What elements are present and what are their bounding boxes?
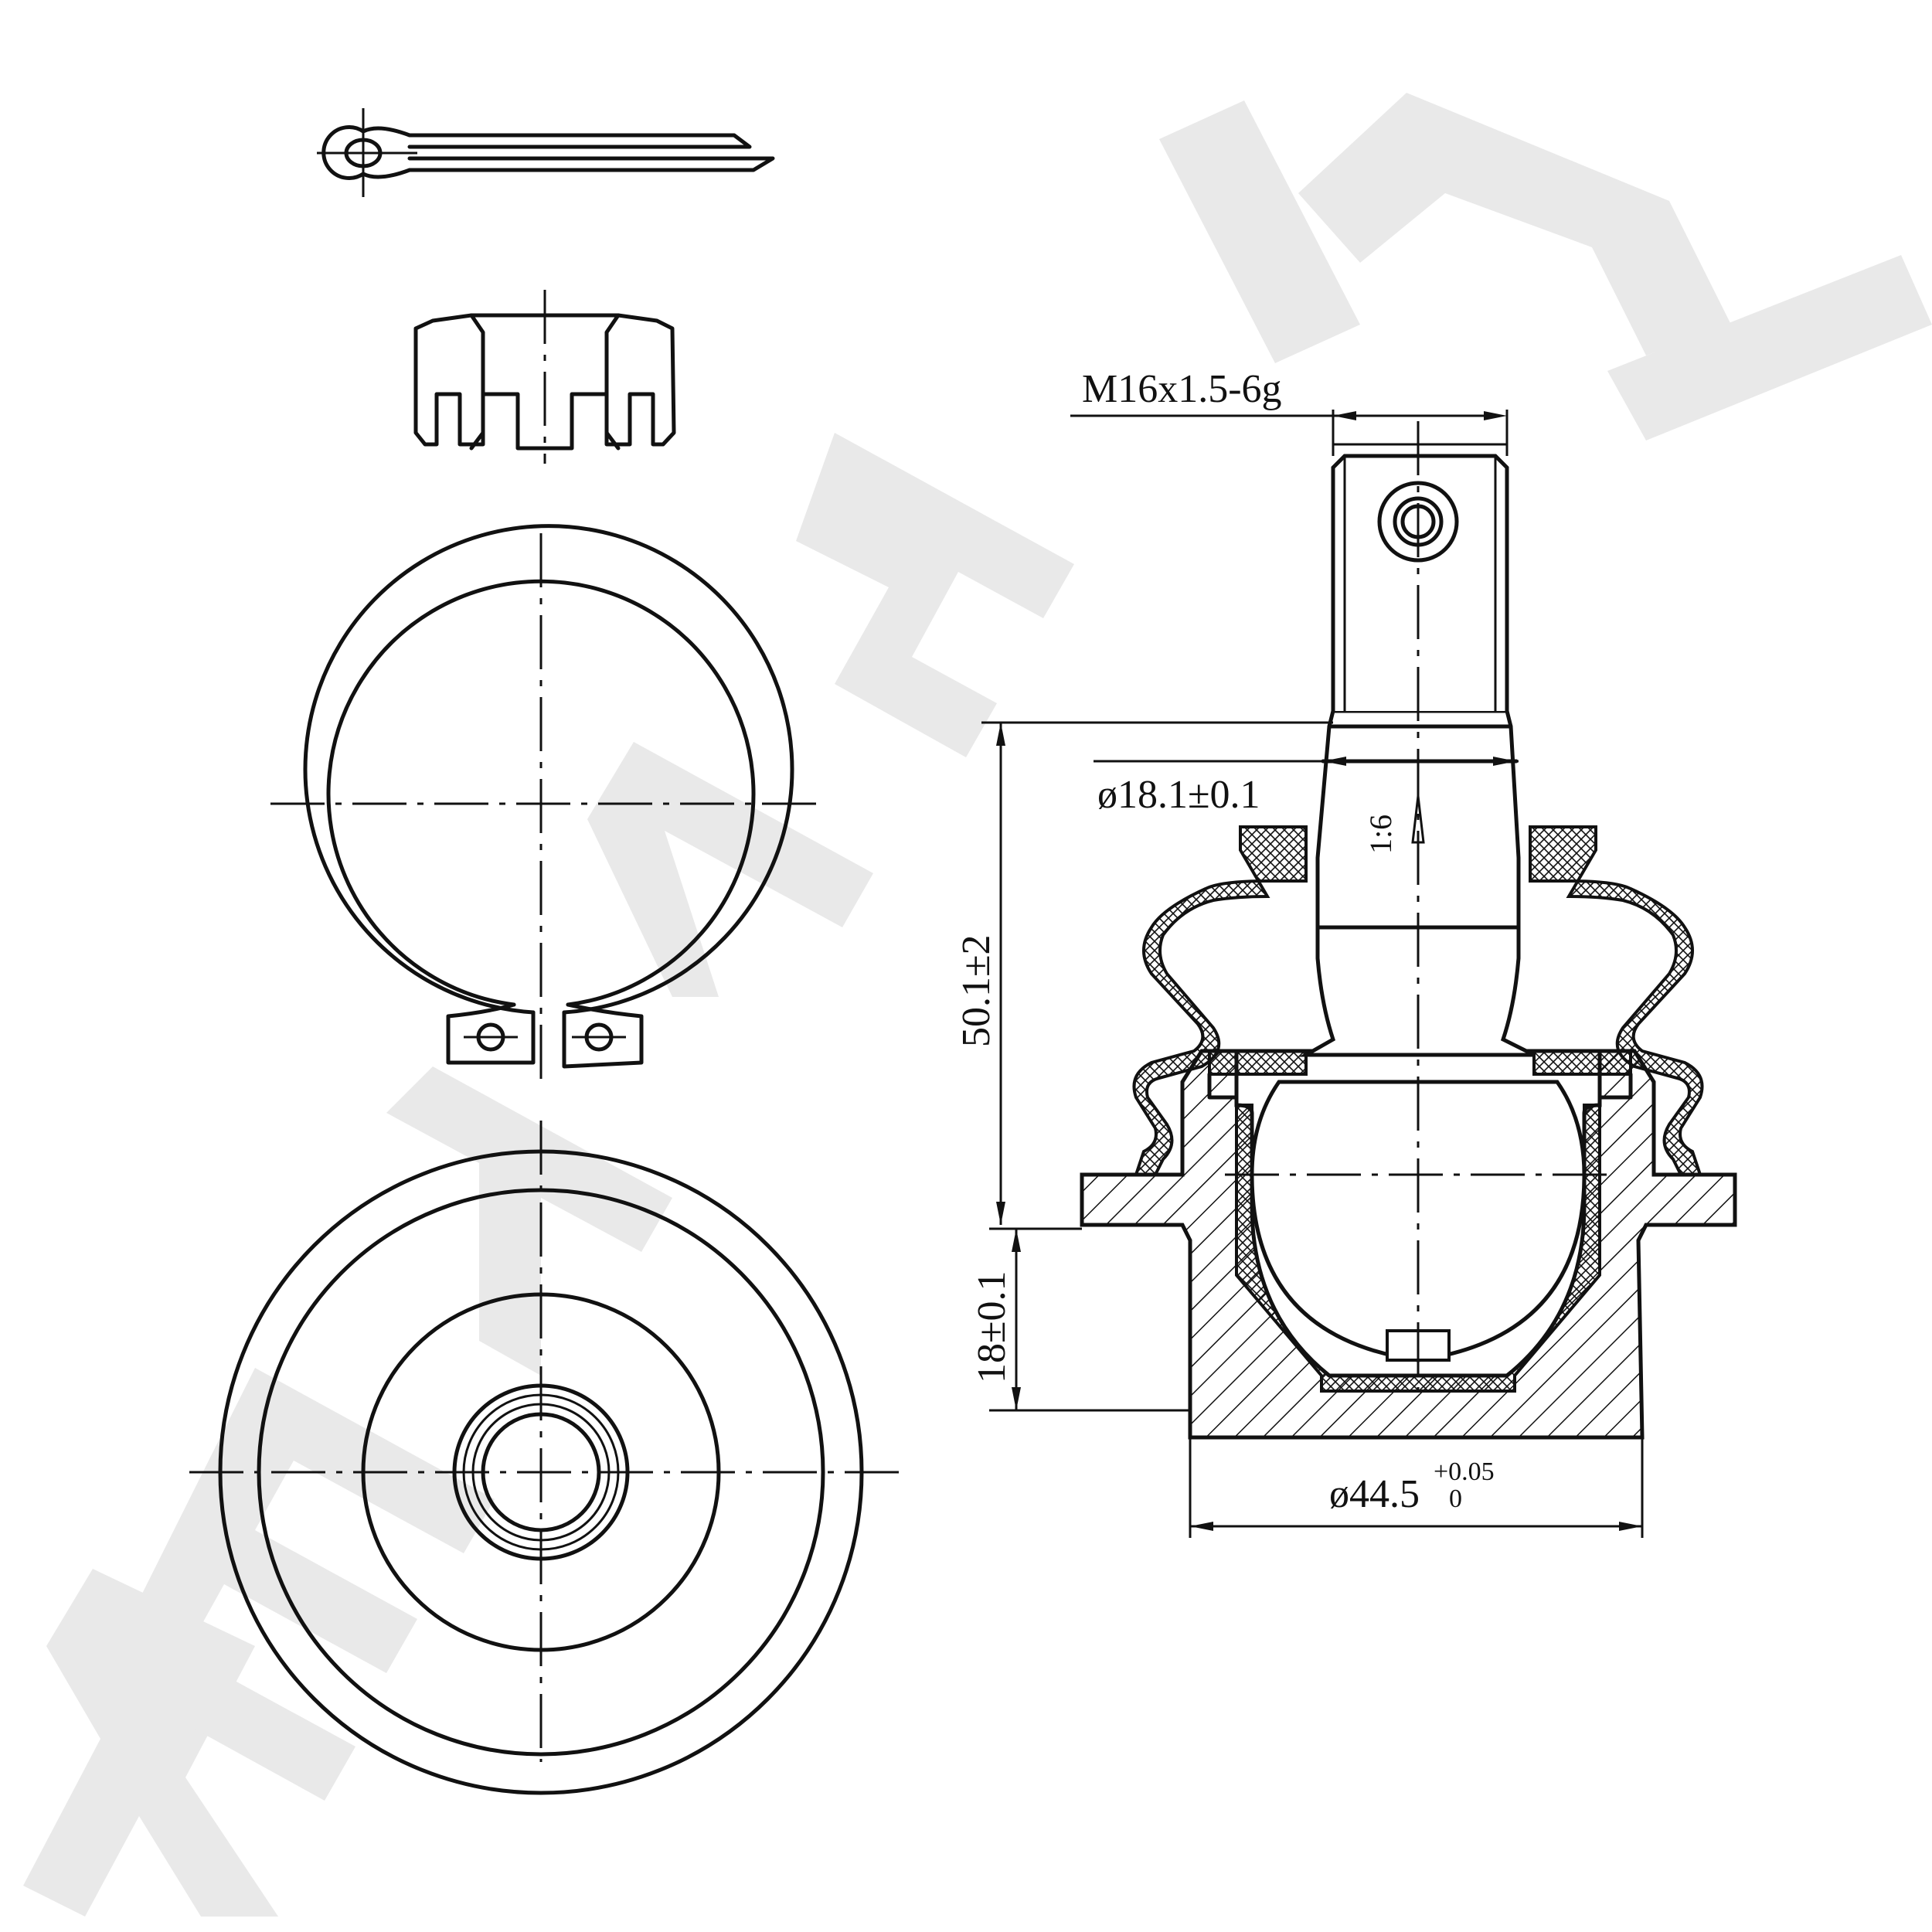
shank-diameter-label: ø18.1±0.1 <box>1097 773 1260 817</box>
dimensions <box>981 410 1644 1538</box>
watermark-logo <box>23 93 1932 1917</box>
thread-spec-label: M16x1.5-6g <box>1082 367 1282 411</box>
retaining-ring <box>270 524 823 1082</box>
ball-joint-section <box>1080 421 1737 1440</box>
taper-ratio-label: 1:6 <box>1363 815 1398 854</box>
housing-diameter-label: ø44.5 <box>1329 1472 1420 1516</box>
cotter-pin <box>317 108 775 197</box>
ball-joint-bottom-view <box>189 1121 900 1795</box>
housing-tolerance-upper: +0.05 <box>1434 1458 1495 1486</box>
castle-nut <box>413 290 676 464</box>
housing-tolerance-lower: 0 <box>1449 1485 1462 1513</box>
total-height-label: 50.1±2 <box>954 934 998 1047</box>
flange-height-label: 18±0.1 <box>970 1270 1014 1383</box>
